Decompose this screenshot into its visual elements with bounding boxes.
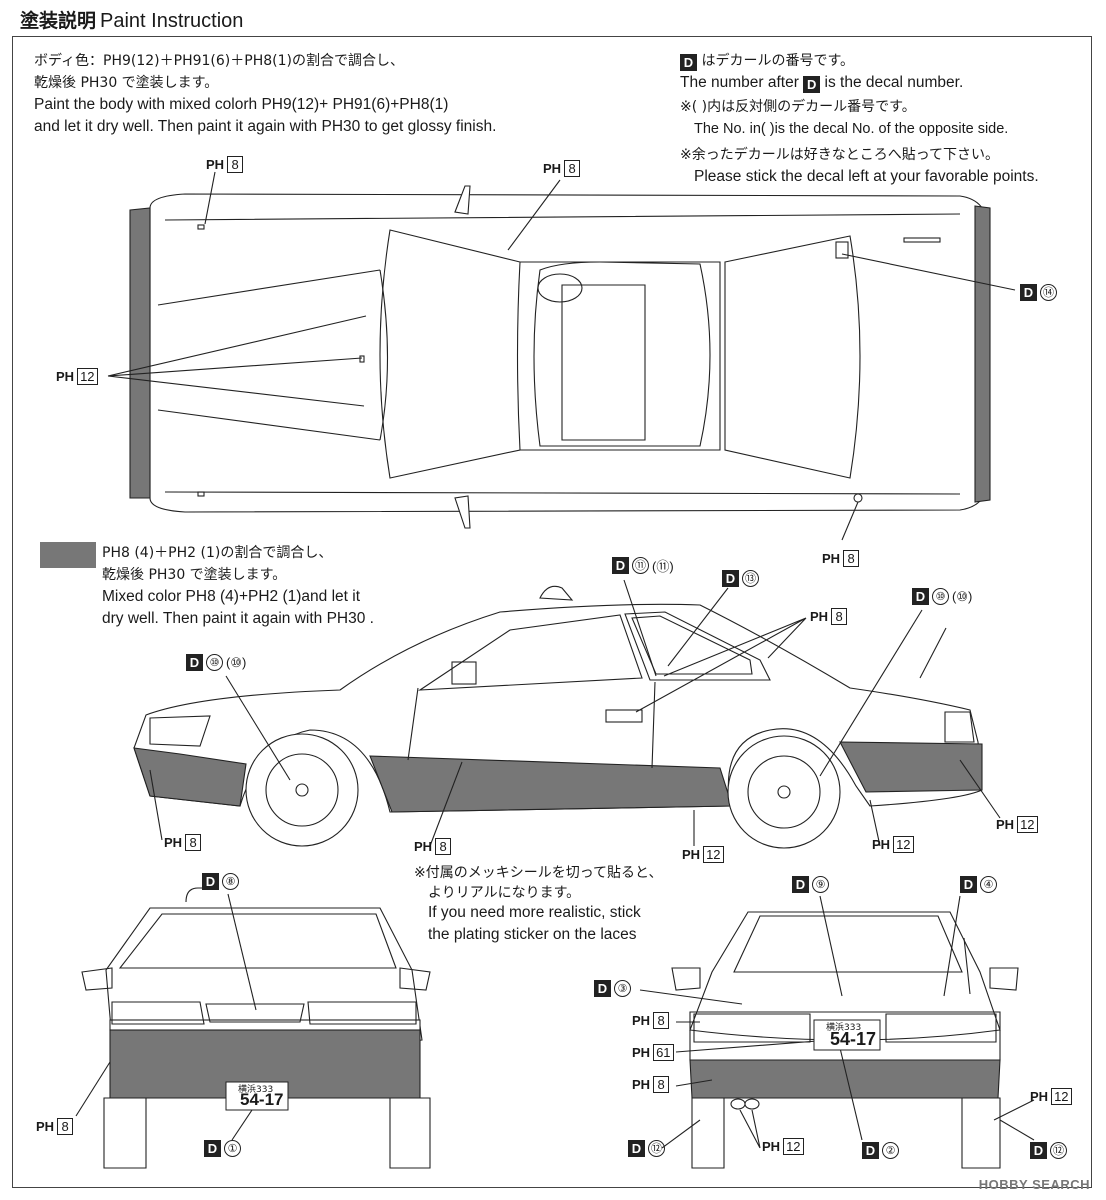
front-plate-region: 横浜333 [238, 1085, 274, 1095]
trim-mix-jp-line2: 乾燥後 PH30 で塗装します。 [102, 567, 287, 583]
body-color-en-line2: and let it dry well. Then paint it again… [34, 118, 497, 135]
opposite-note-en: The No. in( )is the decal No. of the opp… [694, 121, 1009, 137]
trim-mix-jp-line1: PH8 (4)＋PH2 (1)の割合で調合し、 [102, 545, 333, 561]
trim-mix-en-line1: Mixed color PH8 (4)+PH2 (1)and let it [102, 588, 361, 605]
leftover-note-en: Please stick the decal left at your favo… [694, 168, 1039, 185]
rear-plate-number: 54-17 [830, 1029, 877, 1049]
front-view-car [75, 887, 431, 1169]
instruction-frame [12, 36, 1092, 1188]
decal-marker-icon: D [680, 54, 697, 71]
rear-plate-region: 横浜333 [826, 1023, 862, 1033]
side-view-car [133, 579, 1001, 849]
decal-note-jp: D はデカールの番号です。 [680, 50, 854, 72]
rear-plate-outline [813, 1019, 881, 1051]
opposite-note-jp: ※( )内は反対側のデカール番号です。 [680, 99, 916, 115]
decal-marker-icon: D [803, 76, 821, 93]
body-color-en-line1: Paint the body with mixed colorh PH9(12)… [34, 96, 449, 113]
plating-note-en-line1: If you need more realistic, stick [428, 904, 641, 921]
trim-mix-en-line2: dry well. Then paint it again with PH30 … [102, 610, 374, 627]
top-view-car [107, 171, 1016, 541]
trim-color-swatch [40, 542, 96, 568]
rear-view-car [639, 895, 1035, 1169]
plating-note-en-line2: the plating sticker on the laces [428, 926, 637, 943]
plating-note-jp-line1: ※付属のメッキシールを切って貼ると、 [414, 865, 663, 881]
decal-note-en: The number after D is the decal number. [680, 74, 964, 93]
front-plate-number: 54-17 [240, 1090, 284, 1109]
leftover-note-jp: ※余ったデカールは好きなところへ貼って下さい。 [680, 147, 1000, 163]
front-plate-outline [225, 1081, 289, 1111]
plating-note-jp-line2: よりリアルになります。 [428, 885, 581, 901]
body-color-jp-line2: 乾燥後 PH30 で塗装します。 [34, 75, 219, 91]
watermark: HOBBY SEARCH [978, 1177, 1090, 1192]
body-color-jp-line1: ボディ色：PH9(12)＋PH91(6)＋PH8(1)の割合で調合し、 [34, 53, 404, 69]
